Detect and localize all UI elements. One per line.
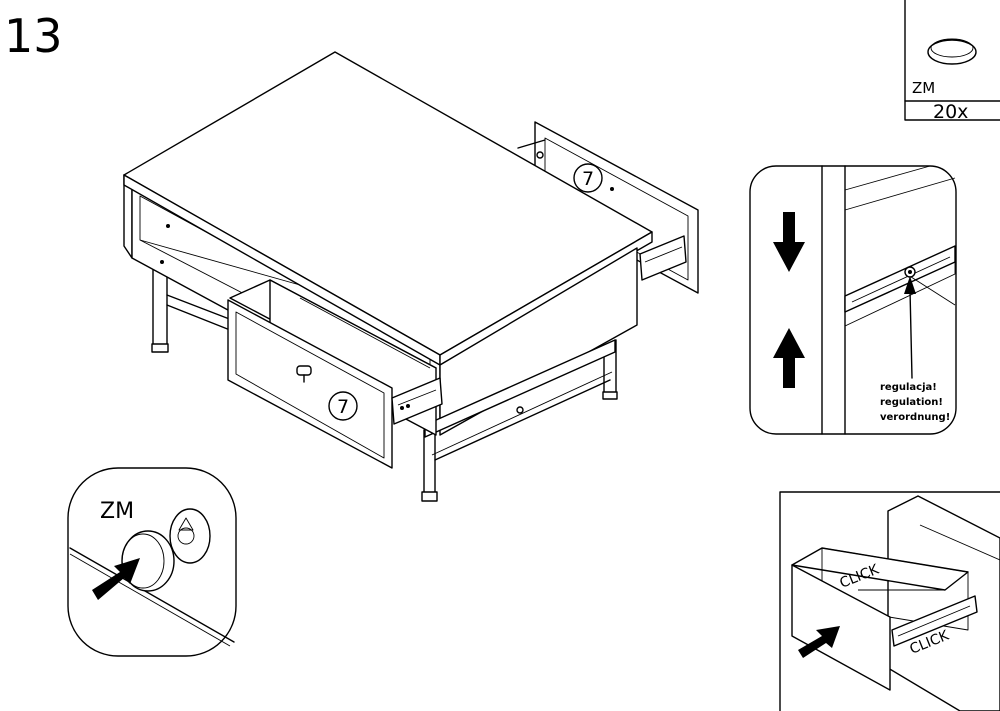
arrow-down-icon bbox=[773, 212, 805, 272]
cap-detail-label: ZM bbox=[100, 499, 134, 524]
adjust-text-pl: regulacja! bbox=[880, 382, 937, 393]
parts-box: ZM 20x bbox=[904, 0, 1000, 123]
detail-cap-insertion: ZM bbox=[67, 467, 237, 657]
push-arrow-icon bbox=[798, 626, 840, 658]
parts-box-quantity: 20x bbox=[933, 101, 968, 123]
part-label-drawer-back: 7 bbox=[582, 168, 594, 190]
detail-drawer-click: CLICK CLICK bbox=[779, 491, 1000, 711]
cap-disc-icon bbox=[927, 38, 977, 65]
push-arrow-icon bbox=[92, 558, 140, 600]
adjust-text-en: regulation! bbox=[880, 397, 943, 408]
arrow-up-icon bbox=[773, 328, 805, 388]
part-label-drawer-front: 7 bbox=[337, 396, 349, 418]
screw-icon bbox=[169, 508, 211, 564]
drawer-handle bbox=[296, 365, 312, 383]
parts-box-code: ZM bbox=[912, 79, 935, 97]
step-number: 13 bbox=[4, 9, 63, 63]
detail-adjustment: regulacja! regulation! verordnung! bbox=[749, 165, 957, 435]
cap-disc-icon bbox=[121, 530, 175, 592]
adjust-text-de: verordnung! bbox=[880, 412, 950, 423]
coffee-table-illustration: 7 7 bbox=[123, 51, 699, 502]
